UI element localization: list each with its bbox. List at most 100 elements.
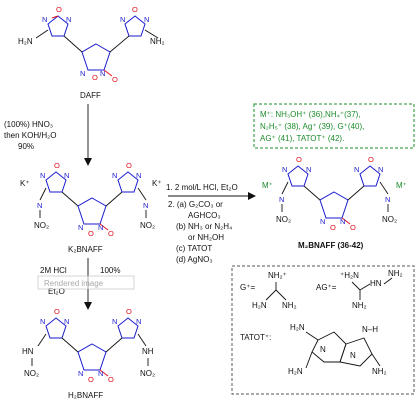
h2-n4: N — [136, 317, 141, 326]
m2-n6: N — [340, 217, 345, 226]
k2bnaff-label: K₂BNAFF — [68, 245, 103, 254]
arrow-step3 — [168, 192, 256, 200]
h2-o4: O — [108, 375, 114, 384]
h2-o3: O — [88, 375, 94, 384]
h2-n3: N — [112, 317, 117, 326]
ag-nh2: NH₂ — [352, 301, 367, 310]
m2-n3: N — [354, 165, 359, 174]
cond-yield-90: 90% — [18, 142, 34, 151]
k2-n2: N — [64, 171, 69, 180]
h2-n1: N — [40, 317, 45, 326]
cond-step1: 1. 2 mol/L HCl, Et₂O — [166, 183, 238, 192]
g-cation-structure: G⁺= NH₂⁺ H₂N NH₂ — [240, 271, 297, 310]
cond-step2a: 2. (a) G₂CO₃ or — [168, 200, 223, 209]
daff-h2n: H₂N — [18, 37, 33, 46]
tatot-h2n-top: H₂N — [290, 323, 305, 332]
h2bnaff-structure: O N N O N N N O N O HN NO₂ NH NO₂ H₂BNAF… — [22, 307, 155, 400]
cations-box — [253, 103, 415, 149]
m2-no2-right: NO₂ — [382, 215, 397, 224]
daff-nh2: NH₂ — [150, 37, 165, 46]
m2-n-right: N — [385, 195, 390, 204]
h2-hn-left: HN — [22, 347, 34, 356]
h2-n2: N — [64, 317, 69, 326]
g-nh2: NH₂ — [282, 301, 297, 310]
cond-yield-100: 100% — [100, 266, 120, 275]
h2-no2-right: NO₂ — [140, 369, 155, 378]
m2-o3: O — [330, 223, 336, 232]
ag-label: AG⁺= — [316, 283, 337, 292]
daff-o1: O — [56, 5, 62, 14]
m2bnaff-structure: O N N O N N N O N O M⁺ N NO₂ M⁺ N NO₂ M₂… — [262, 155, 407, 250]
cations-line2: N₂H₅⁺ (38), Ag⁺ (39), G⁺(40), — [260, 122, 364, 131]
arrow-step1 — [84, 104, 92, 166]
tatot-cation-structure: TATOT⁺: H₂N H₂N N–H NH₂ N N — [240, 323, 387, 376]
k2-n3: N — [112, 171, 117, 180]
h2-o2: O — [126, 307, 132, 316]
cond-step2c: (c) TATOT — [176, 244, 212, 253]
cond-hno3: (100%) HNO₃ — [4, 120, 53, 129]
g-label: G⁺= — [240, 283, 255, 292]
daff-o4: O — [112, 75, 118, 84]
ag-hn: HN — [370, 279, 382, 288]
daff-n1: N — [42, 15, 47, 24]
k2-no2-right: NO₂ — [140, 221, 155, 230]
k2-n-left: N — [37, 201, 42, 210]
daff-o3: O — [92, 73, 98, 82]
daff-label: DAFF — [80, 91, 101, 100]
tatot-n1: N — [320, 345, 326, 354]
g-nh2-top: NH₂⁺ — [268, 271, 287, 280]
cond-step2b: (b) NH₃ or N₂H₄ — [176, 222, 232, 231]
m2-n4: N — [378, 165, 383, 174]
daff-n5: N — [80, 69, 85, 78]
tatot-nh2: NH₂ — [372, 367, 387, 376]
cond-hcl: 2M HCl — [40, 266, 67, 275]
tatot-nh: N–H — [362, 325, 378, 334]
cond-step2d: (d) AgNO₃ — [176, 255, 213, 264]
watermark-rendered-image: Rendered image — [44, 279, 104, 288]
k2-n4: N — [136, 171, 141, 180]
m2-n5: N — [320, 217, 325, 226]
h2-n5: N — [78, 369, 83, 378]
m2-o2: O — [368, 155, 374, 164]
m2-n-left: N — [279, 195, 284, 204]
tatot-h2n-bottom: H₂N — [288, 367, 303, 376]
cond-et2o: Et₂O — [48, 287, 65, 296]
cations-line3: AG⁺ (41), TATOT⁺ (42). — [260, 134, 344, 143]
ag-nh2-top: NH₂ — [388, 269, 403, 278]
m2-o1: O — [296, 155, 302, 164]
h2-o1: O — [54, 307, 60, 316]
m2bnaff-label: M₂BNAFF (36-42) — [298, 241, 364, 250]
m2-n2: N — [306, 165, 311, 174]
k2-n1: N — [40, 171, 45, 180]
daff-n6: N — [100, 69, 105, 78]
daff-n3: N — [120, 15, 125, 24]
cond-koh: then KOH/H₂O — [4, 131, 56, 140]
m2-o4: O — [350, 223, 356, 232]
k2-o1: O — [54, 161, 60, 170]
cations-line1: M⁺: NH₃OH⁺ (36),NH₄⁺(37), — [260, 110, 361, 119]
h2-no2-left: NO₂ — [24, 369, 39, 378]
ag-plus-h2n: ⁺H₂N — [340, 271, 359, 280]
h2-n6: N — [98, 369, 103, 378]
k2-no2-left: NO₂ — [34, 221, 49, 230]
k2-o4: O — [108, 229, 114, 238]
daff-structure: O N N O N N N O N O H₂N NH₂ DAFF — [18, 5, 165, 100]
cond-step2a2: AGHCO₃ — [188, 211, 221, 220]
h2bnaff-label: H₂BNAFF — [68, 391, 103, 400]
k2-kplus-right: K⁺ — [152, 179, 162, 188]
m2-no2-left: NO₂ — [276, 215, 291, 224]
m2-n1: N — [282, 165, 287, 174]
legend-box — [231, 265, 415, 395]
daff-n2: N — [66, 15, 71, 24]
cond-step2b2: or NH₂OH — [188, 233, 224, 242]
m2-mplus-left: M⁺ — [262, 181, 273, 190]
m2-mplus-right: M⁺ — [396, 181, 407, 190]
k2-o2: O — [126, 161, 132, 170]
k2bnaff-structure: O N N O N N N O N O K⁺ N NO₂ K⁺ N NO₂ K₂… — [20, 161, 162, 254]
k2-n6: N — [98, 223, 103, 232]
tatot-label: TATOT⁺: — [240, 333, 271, 342]
tatot-n2: N — [350, 351, 356, 360]
g-h2n: H₂N — [252, 301, 267, 310]
h2-nh-right: NH — [142, 347, 154, 356]
k2-n-right: N — [143, 201, 148, 210]
